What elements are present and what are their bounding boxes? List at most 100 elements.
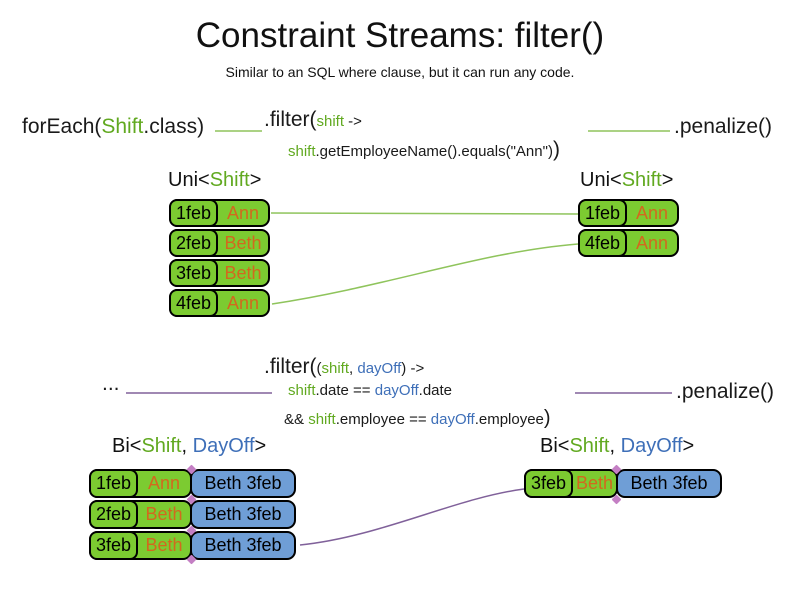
table-row: 4feb Ann <box>578 229 679 257</box>
bi-right-header-post: > <box>682 435 695 457</box>
shift-cell: 1feb Ann <box>89 469 192 498</box>
filter1-body-param: shift <box>288 143 316 160</box>
shift-date: 1feb <box>89 469 139 498</box>
filter1-head-code: .filter(shift -> <box>264 108 362 132</box>
uni-right-header-post: > <box>661 169 674 191</box>
uni-left-header: Uni<Shift> <box>168 169 261 192</box>
shift-employee: Ann <box>148 473 181 493</box>
bi-left-header: Bi<Shift, DayOff> <box>112 435 266 458</box>
shift-date: 2feb <box>169 229 219 257</box>
filter1-param: shift <box>316 113 345 130</box>
foreach-post: .class) <box>143 115 205 138</box>
filter1-arrow: -> <box>344 113 362 130</box>
bi-right-header: Bi<Shift, DayOff> <box>540 435 694 458</box>
line3-end: .employee <box>474 411 544 428</box>
foreach-pre: forEach( <box>22 115 102 138</box>
filter2-param-dayoff: dayOff <box>357 360 402 377</box>
shift-employee: Ann <box>636 232 669 253</box>
filter2-param-shift: shift <box>321 360 350 377</box>
dayoff-cell: Beth 3feb <box>190 469 296 498</box>
table-row: 2feb Beth Beth 3feb <box>89 500 296 529</box>
shift-employee: Ann <box>636 202 669 223</box>
match-line-4feb <box>271 243 579 305</box>
uni-right-header: Uni<Shift> <box>580 169 673 192</box>
filter2-line3-code: && shift.employee == dayOff.employee) <box>284 407 551 430</box>
foreach-code: forEach(Shift.class) <box>22 115 204 139</box>
line3-mid: .employee == <box>335 411 431 428</box>
shift-employee: Ann <box>227 292 260 313</box>
line3-shift: shift <box>308 411 336 428</box>
shift-employee: Beth <box>224 232 262 253</box>
shift-cell: 2feb Beth <box>89 500 192 529</box>
filter1-body-close: ) <box>552 138 560 161</box>
match-line-1feb <box>270 212 579 215</box>
uni-left-header-post: > <box>249 169 262 191</box>
bi-left-header-shift: Shift <box>141 435 182 457</box>
line3-and: && <box>284 411 309 428</box>
shift-employee: Beth <box>145 535 183 555</box>
line3-close: ) <box>543 407 551 429</box>
shift-date: 1feb <box>578 199 628 227</box>
uni-left-header-pre: Uni< <box>168 169 210 191</box>
line2-end: .date <box>418 382 453 399</box>
penalize1-code: .penalize() <box>674 115 773 138</box>
line2-shift: shift <box>288 382 316 399</box>
filter1-head: .filter( <box>264 108 317 131</box>
filter1-body-rest: .getEmployeeName().equals("Ann") <box>315 143 553 160</box>
uni-right-header-type: Shift <box>621 169 662 191</box>
bi-left-header-pre: Bi< <box>112 435 142 457</box>
line2-mid: .date == <box>315 382 375 399</box>
foreach-type: Shift <box>101 115 144 138</box>
line3-dayoff: dayOff <box>430 411 475 428</box>
shift-date: 3feb <box>169 259 219 287</box>
filter2-open: ( <box>316 360 322 377</box>
filter2-sep: , <box>349 360 358 377</box>
bi-left-header-dayoff: DayOff <box>192 435 255 457</box>
filter2-close-arrow: ) -> <box>401 360 425 377</box>
dayoff-cell: Beth 3feb <box>616 469 722 498</box>
shift-cell: 3feb Beth <box>89 531 192 560</box>
table-row: 1feb Ann <box>578 199 679 227</box>
shift-date: 4feb <box>169 289 219 317</box>
shift-date: 1feb <box>169 199 219 227</box>
filter2-head-code: .filter((shift, dayOff) -> <box>264 355 424 379</box>
table-row: 1feb Ann Beth 3feb <box>89 469 296 498</box>
shift-employee: Beth <box>576 473 614 493</box>
filter2-line2-code: shift.date == dayOff.date <box>288 382 452 399</box>
dayoff-cell: Beth 3feb <box>190 500 296 529</box>
bi-left-header-sep: , <box>181 435 193 457</box>
shift-employee: Beth <box>145 504 183 524</box>
slide-title: Constraint Streams: filter() <box>195 16 605 55</box>
shift-date: 2feb <box>89 500 139 529</box>
table-row: 1feb Ann <box>169 199 270 227</box>
shift-employee: Beth <box>224 262 262 283</box>
shift-employee: Ann <box>227 202 260 223</box>
bi-right-header-dayoff: DayOff <box>620 435 683 457</box>
shift-date: 3feb <box>524 469 574 498</box>
shift-date: 4feb <box>578 229 628 257</box>
match-line-bi <box>299 488 525 546</box>
bi-right-header-shift: Shift <box>569 435 610 457</box>
slide-subtitle: Similar to an SQL where clause, but it c… <box>225 64 575 80</box>
dayoff-cell: Beth 3feb <box>190 531 296 560</box>
table-row: 4feb Ann <box>169 289 270 317</box>
table-row: 3feb Beth Beth 3feb <box>89 531 296 560</box>
bi-right-header-pre: Bi< <box>540 435 570 457</box>
uni-left-header-type: Shift <box>209 169 250 191</box>
shift-date: 3feb <box>89 531 139 560</box>
penalize2-code: .penalize() <box>676 380 775 403</box>
filter2-head: .filter( <box>264 355 317 378</box>
line2-dayoff: dayOff <box>374 382 419 399</box>
uni-right-header-pre: Uni< <box>580 169 622 191</box>
bi-left-header-post: > <box>254 435 267 457</box>
filter1-body-code: shift.getEmployeeName().equals("Ann")) <box>288 138 560 162</box>
